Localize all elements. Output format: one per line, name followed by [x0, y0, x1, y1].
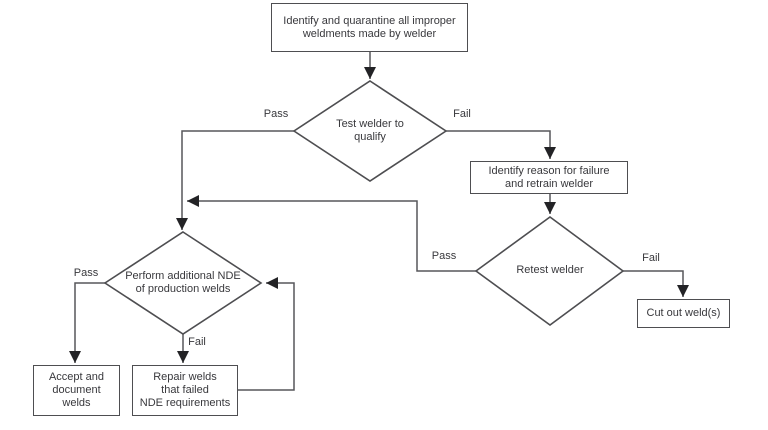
edge-label-retest-pass: Pass: [431, 250, 457, 262]
accept-box: Accept and document welds: [33, 365, 120, 416]
edges: [69, 52, 689, 391]
cut-out-box-label: Cut out weld(s): [646, 307, 721, 319]
nde-diamond-label: Perform additional NDE of production wel…: [125, 270, 241, 295]
edge-label-retest-fail: Fail: [642, 252, 660, 264]
edge-label-nde-fail: Fail: [188, 336, 206, 348]
edge-retest-fail-to-cutout: [623, 270, 689, 297]
quarantine-box: Identify and quarantine all improper wel…: [271, 3, 468, 52]
edge-test-pass-to-nde: [176, 130, 294, 230]
edge-nde-pass-to-accept: [69, 282, 105, 363]
edge-test-fail-to-retrain: [446, 130, 556, 159]
quarantine-box-label: Identify and quarantine all improper wel…: [283, 14, 456, 40]
repair-box-label: Repair welds that failed NDE requirement…: [139, 371, 231, 409]
retest-welder-diamond-shape: [474, 216, 625, 326]
edge-repair-back-to-nde: [238, 277, 295, 391]
test-welder-diamond-label: Test welder to qualify: [336, 118, 404, 143]
edge-label-test-pass: Pass: [263, 108, 289, 120]
test-welder-diamond-shape: [292, 80, 448, 182]
edge-label-nde-pass: Pass: [73, 267, 99, 279]
accept-box-label: Accept and document welds: [48, 371, 105, 409]
repair-box: Repair welds that failed NDE requirement…: [132, 365, 238, 416]
cut-out-box: Cut out weld(s): [637, 299, 730, 328]
edge-label-test-fail: Fail: [453, 108, 471, 120]
retrain-box-label: Identify reason for failure and retrain …: [488, 164, 610, 190]
decision-shapes: [103, 80, 625, 335]
retrain-box: Identify reason for failure and retrain …: [470, 161, 628, 194]
edge-retest-pass-to-nde: [187, 195, 476, 272]
retest-welder-diamond-label: Retest welder: [516, 264, 584, 276]
nde-diamond-shape: [103, 231, 263, 335]
